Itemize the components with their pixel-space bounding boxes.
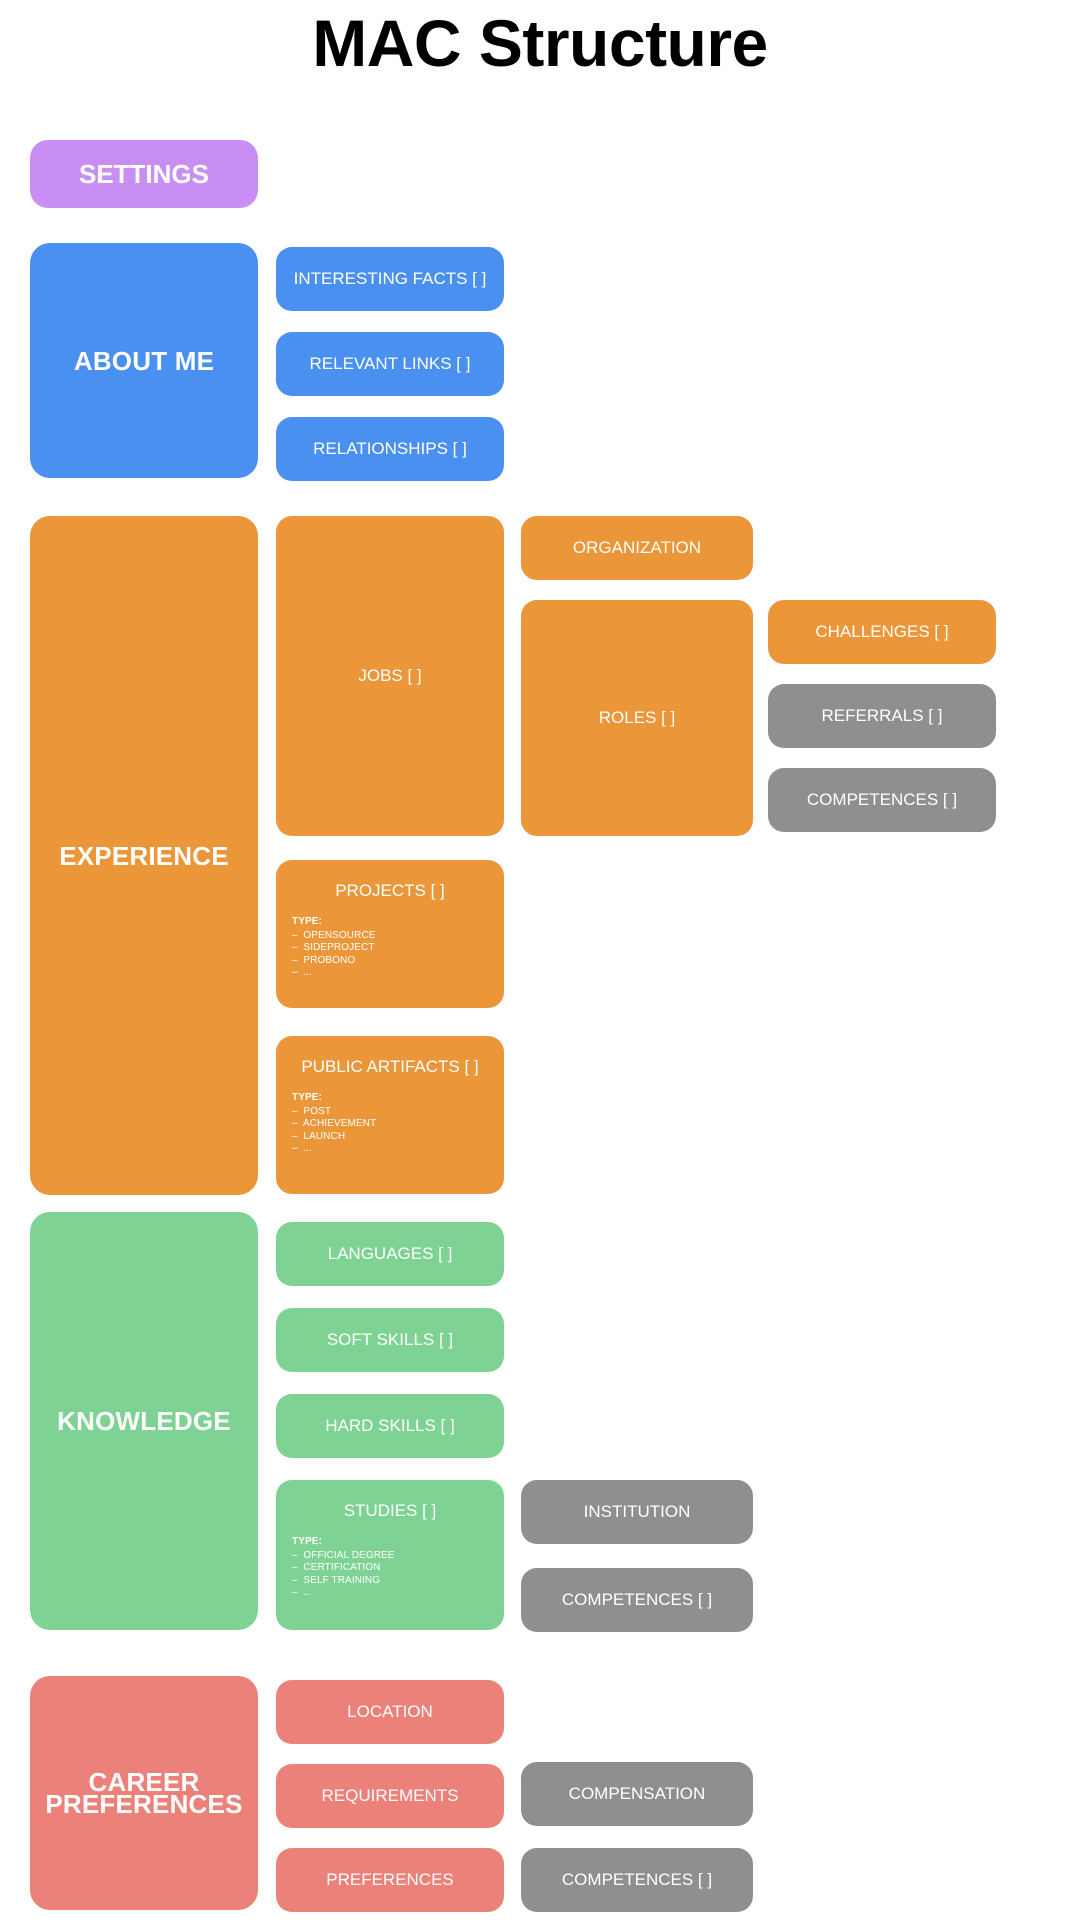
projects-type-item: – SIDEPROJECT bbox=[292, 942, 375, 953]
section-label-knowledge: KNOWLEDGE bbox=[57, 1406, 231, 1436]
block-requirements[interactable]: REQUIREMENTS bbox=[276, 1764, 504, 1828]
label-jobs: JOBS [ ] bbox=[358, 666, 422, 685]
studies-type-item: – CERTIFICATION bbox=[292, 1562, 381, 1573]
label-projects: PROJECTS [ ] bbox=[335, 881, 445, 900]
settings-block[interactable]: SETTINGS bbox=[30, 140, 258, 208]
block-compensation[interactable]: COMPENSATION bbox=[521, 1762, 753, 1826]
block-projects[interactable]: PROJECTS [ ] TYPE: – OPENSOURCE – SIDEPR… bbox=[276, 860, 504, 1008]
block-institution[interactable]: INSTITUTION bbox=[521, 1480, 753, 1544]
section-experience[interactable]: EXPERIENCE bbox=[30, 516, 258, 1195]
settings-label: SETTINGS bbox=[78, 159, 209, 189]
section-label-about-me: ABOUT ME bbox=[73, 345, 215, 376]
label-location: LOCATION bbox=[347, 1702, 433, 1721]
block-soft-skills[interactable]: SOFT SKILLS [ ] bbox=[276, 1308, 504, 1372]
block-knowledge-competences[interactable]: COMPETENCES [ ] bbox=[521, 1568, 753, 1632]
page-title: MAC Structure bbox=[312, 6, 768, 80]
label-studies: STUDIES [ ] bbox=[343, 1501, 437, 1520]
studies-type-item: – SELF TRAINING bbox=[292, 1574, 381, 1586]
public-artifacts-type-item: – ... bbox=[292, 1143, 313, 1154]
block-roles[interactable]: ROLES [ ] bbox=[521, 600, 753, 836]
public-artifacts-type-item: – ACHIEVEMENT bbox=[292, 1118, 377, 1129]
label-relationships: RELATIONSHIPS [ ] bbox=[313, 439, 467, 458]
projects-type-item: – ... bbox=[292, 967, 313, 978]
label-challenges: CHALLENGES [ ] bbox=[815, 622, 949, 641]
block-interesting-facts[interactable]: INTERESTING FACTS [ ] bbox=[276, 247, 504, 311]
label-experience-competences: COMPETENCES [ ] bbox=[806, 790, 958, 809]
label-languages: LANGUAGES [ ] bbox=[327, 1244, 453, 1263]
block-preferences[interactable]: PREFERENCES bbox=[276, 1848, 504, 1912]
block-relationships[interactable]: RELATIONSHIPS [ ] bbox=[276, 417, 504, 481]
studies-type-item: – ... bbox=[292, 1587, 313, 1598]
public-artifacts-type-item: – LAUNCH bbox=[292, 1130, 346, 1142]
label-compensation: COMPENSATION bbox=[568, 1784, 706, 1803]
block-jobs[interactable]: JOBS [ ] bbox=[276, 516, 504, 836]
label-soft-skills: SOFT SKILLS [ ] bbox=[326, 1330, 454, 1349]
public-artifacts-type-item: – POST bbox=[292, 1105, 332, 1117]
block-challenges[interactable]: CHALLENGES [ ] bbox=[768, 600, 996, 664]
label-preferences: PREFERENCES bbox=[326, 1870, 454, 1889]
public-artifacts-type-list: TYPE: – POST – ACHIEVEMENT – LAUNCH – ..… bbox=[276, 1092, 504, 1156]
projects-type-item: – PROBONO bbox=[292, 954, 356, 966]
label-knowledge-competences: COMPETENCES [ ] bbox=[561, 1590, 713, 1609]
block-location[interactable]: LOCATION bbox=[276, 1680, 504, 1744]
label-roles: ROLES [ ] bbox=[598, 708, 676, 727]
studies-type-label: TYPE: bbox=[292, 1536, 322, 1547]
section-label-career-preferences: CAREER PREFERENCES bbox=[45, 1767, 243, 1819]
section-label-experience: EXPERIENCE bbox=[59, 840, 229, 871]
block-studies[interactable]: STUDIES [ ] TYPE: – OFFICIAL DEGREE – CE… bbox=[276, 1480, 504, 1630]
label-referrals: REFERRALS [ ] bbox=[821, 706, 943, 725]
label-interesting-facts: INTERESTING FACTS [ ] bbox=[293, 269, 487, 288]
label-public-artifacts: PUBLIC ARTIFACTS [ ] bbox=[301, 1057, 479, 1076]
label-organization: ORGANIZATION bbox=[572, 538, 702, 557]
projects-type-item: – OPENSOURCE bbox=[292, 929, 376, 941]
public-artifacts-type-label: TYPE: bbox=[292, 1092, 322, 1103]
section-knowledge[interactable]: KNOWLEDGE bbox=[30, 1212, 258, 1630]
block-public-artifacts[interactable]: PUBLIC ARTIFACTS [ ] TYPE: – POST – ACHI… bbox=[276, 1036, 504, 1194]
block-career-competences[interactable]: COMPETENCES [ ] bbox=[521, 1848, 753, 1912]
label-career-competences: COMPETENCES [ ] bbox=[561, 1870, 713, 1889]
label-requirements: REQUIREMENTS bbox=[321, 1786, 459, 1805]
studies-type-list: TYPE: – OFFICIAL DEGREE – CERTIFICATION … bbox=[276, 1536, 504, 1600]
section-about-me[interactable]: ABOUT ME bbox=[30, 243, 258, 478]
label-relevant-links: RELEVANT LINKS [ ] bbox=[309, 354, 471, 373]
projects-type-list: TYPE: – OPENSOURCE – SIDEPROJECT – PROBO… bbox=[276, 916, 504, 980]
label-institution: INSTITUTION bbox=[583, 1502, 691, 1521]
block-hard-skills[interactable]: HARD SKILLS [ ] bbox=[276, 1394, 504, 1458]
block-organization[interactable]: ORGANIZATION bbox=[521, 516, 753, 580]
block-experience-competences[interactable]: COMPETENCES [ ] bbox=[768, 768, 996, 832]
block-relevant-links[interactable]: RELEVANT LINKS [ ] bbox=[276, 332, 504, 396]
section-career-preferences[interactable]: CAREER PREFERENCES bbox=[30, 1676, 258, 1910]
label-hard-skills: HARD SKILLS [ ] bbox=[325, 1416, 455, 1435]
projects-type-label: TYPE: bbox=[292, 916, 322, 927]
studies-type-item: – OFFICIAL DEGREE bbox=[292, 1549, 395, 1561]
block-languages[interactable]: LANGUAGES [ ] bbox=[276, 1222, 504, 1286]
block-referrals[interactable]: REFERRALS [ ] bbox=[768, 684, 996, 748]
